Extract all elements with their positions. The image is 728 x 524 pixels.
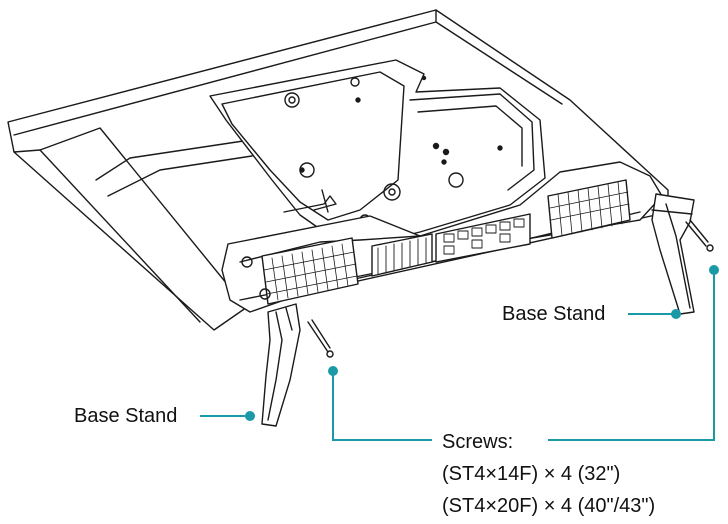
left-base-stand-shape: [261, 303, 301, 427]
callout-dot-screw-right: [709, 265, 719, 275]
label-screws-title: Screws:: [442, 431, 514, 453]
screw-right: [685, 219, 714, 252]
screw-left: [307, 319, 334, 358]
callout-dot-left-stand: [245, 411, 255, 421]
rear-housing: [221, 161, 663, 313]
back-cover: [209, 59, 546, 245]
label-base-stand-right: Base Stand: [502, 303, 606, 325]
callout-dot-screw-left: [328, 366, 338, 376]
callout-dot-right-stand: [671, 309, 681, 319]
label-base-stand-left: Base Stand: [74, 405, 178, 427]
callout-line-screw-left: [332, 374, 432, 441]
label-screws-line-2: (ST4×20F) × 4 (40"/43"): [442, 495, 656, 517]
callout-line-screw-right: [548, 272, 715, 441]
right-base-stand-shape: [651, 193, 695, 315]
label-screws-line-1: (ST4×14F) × 4 (32"): [442, 463, 621, 485]
